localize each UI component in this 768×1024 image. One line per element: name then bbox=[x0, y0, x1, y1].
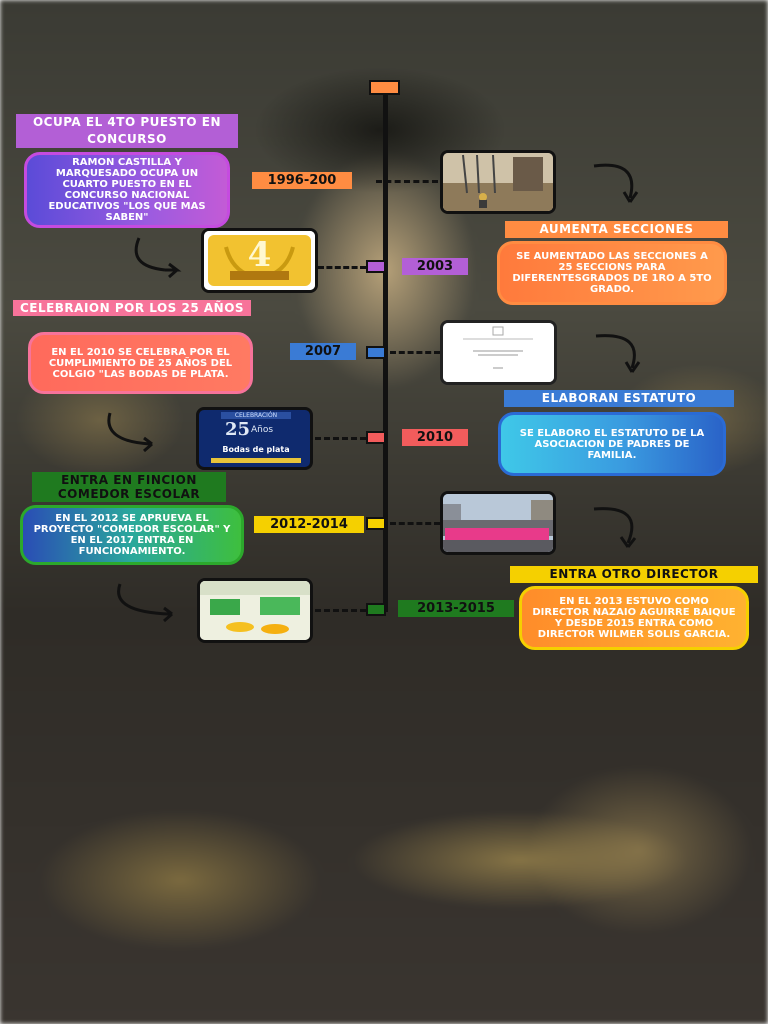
trophy-badge: 4 bbox=[201, 228, 318, 293]
concurso-title: OCUPA EL 4TO PUESTO EN CONCURSO bbox=[12, 114, 242, 150]
bodas-card: EN EL 2010 SE CELEBRA POR EL CUMPLIMIENT… bbox=[28, 332, 253, 394]
construction-photo bbox=[440, 150, 556, 214]
estatuto-title: ELABORAN ESTATUTO bbox=[504, 390, 734, 407]
bodas-badge-suffix: Años bbox=[251, 425, 274, 435]
parade-photo bbox=[440, 491, 556, 555]
bodas-badge-stripe bbox=[211, 458, 301, 463]
arrow-secciones bbox=[593, 163, 639, 203]
timeline-node-2007 bbox=[366, 346, 386, 359]
comedor-card: EN EL 2012 SE APRUEVA EL PROYECTO "COMED… bbox=[20, 505, 244, 565]
bodas-badge: CELEBRACIÓN 25 Años Bodas de plata bbox=[196, 407, 313, 470]
bodas-badge-number: 25 bbox=[225, 419, 251, 440]
arrow-comedor bbox=[117, 583, 173, 623]
year-label-2007: 2007 bbox=[290, 343, 356, 360]
year-label-1996: 1996-200 bbox=[252, 172, 352, 189]
year-label-2003: 2003 bbox=[402, 258, 468, 275]
comedor-photo bbox=[197, 578, 313, 643]
timeline-node-2013 bbox=[366, 603, 386, 616]
secciones-title: AUMENTA SECCIONES bbox=[505, 221, 728, 238]
connector-1996 bbox=[376, 180, 438, 183]
connector-2007 bbox=[390, 351, 440, 354]
connector-2003-left bbox=[318, 266, 366, 269]
year-label-2012: 2012-2014 bbox=[254, 516, 364, 533]
arrow-director bbox=[593, 507, 637, 548]
comedor-title: ENTRA EN FINCION COMEDOR ESCOLAR bbox=[32, 472, 226, 502]
construction-photo-art bbox=[443, 153, 553, 211]
arrow-estatuto bbox=[595, 334, 641, 373]
connector-2013-left bbox=[315, 609, 366, 612]
timeline-node-2010 bbox=[366, 431, 386, 444]
arrow-bodas bbox=[107, 412, 153, 453]
timeline-node-2003 bbox=[366, 260, 386, 273]
estatuto-card: SE ELABORO EL ESTATUTO DE LA ASOCIACION … bbox=[498, 412, 726, 476]
timeline-node-2012 bbox=[366, 517, 386, 530]
statute-document-art bbox=[443, 323, 554, 382]
arrow-concurso bbox=[134, 237, 182, 279]
statute-document bbox=[440, 320, 557, 385]
director-title: ENTRA OTRO DIRECTOR bbox=[510, 566, 758, 583]
trophy-number: 4 bbox=[247, 235, 272, 275]
connector-2012 bbox=[390, 522, 440, 525]
year-label-2013: 2013-2015 bbox=[398, 600, 514, 617]
timeline-top-node bbox=[369, 80, 400, 95]
secciones-card: SE AUMENTADO LAS SECCIONES A 25 SECCIONS… bbox=[497, 241, 727, 305]
parade-photo-art bbox=[443, 494, 553, 552]
director-card: EN EL 2013 ESTUVO COMO DIRECTOR NAZAIO A… bbox=[519, 586, 749, 650]
bodas-title: CELEBRAION POR LOS 25 AÑOS bbox=[13, 300, 251, 316]
connector-2010-left bbox=[315, 437, 366, 440]
concurso-title-text: OCUPA EL 4TO PUESTO EN CONCURSO bbox=[16, 114, 238, 148]
trophy-badge-art bbox=[204, 231, 315, 290]
concurso-card: RAMON CASTILLA Y MARQUESADO OCUPA UN CUA… bbox=[24, 152, 230, 228]
bodas-badge-top: CELEBRACIÓN bbox=[221, 412, 291, 419]
comedor-photo-art bbox=[200, 581, 310, 640]
year-label-2010: 2010 bbox=[402, 429, 468, 446]
bodas-badge-caption: Bodas de plata bbox=[222, 445, 290, 454]
